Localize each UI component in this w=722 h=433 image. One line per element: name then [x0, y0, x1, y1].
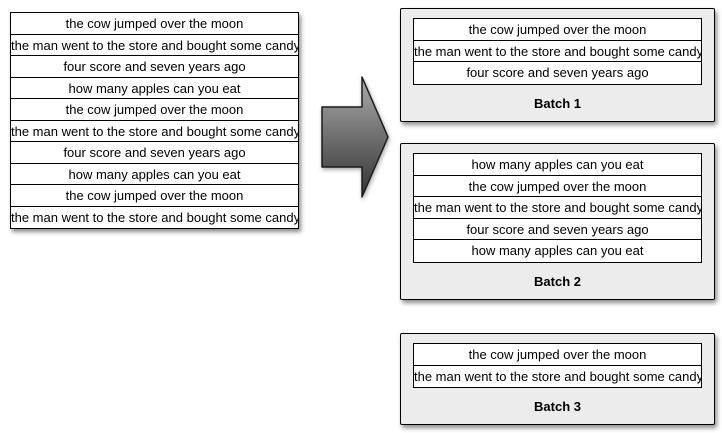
batch-2-label: Batch 2 — [534, 273, 581, 289]
sentence-row: the cow jumped over the moon — [414, 344, 701, 366]
sentence-row: the cow jumped over the moon — [414, 19, 701, 41]
sentence-row: the cow jumped over the moon — [11, 13, 298, 35]
sentence-row: the man went to the store and bought som… — [414, 365, 701, 387]
batch-3-sentence-table: the cow jumped over the moon the man wen… — [413, 343, 702, 388]
batch-box-3: the cow jumped over the moon the man wen… — [400, 333, 715, 425]
batch-box-1: the cow jumped over the moon the man wen… — [400, 8, 715, 122]
sentence-row: four score and seven years ago — [11, 142, 298, 164]
sentence-row: four score and seven years ago — [414, 62, 701, 84]
batch-1-label: Batch 1 — [534, 95, 581, 111]
sentence-row: the cow jumped over the moon — [11, 99, 298, 121]
sentence-row: the cow jumped over the moon — [11, 185, 298, 207]
sentence-row: how many apples can you eat — [11, 163, 298, 185]
batch-2-sentence-table: how many apples can you eat the cow jump… — [413, 153, 702, 263]
batch-box-2: how many apples can you eat the cow jump… — [400, 143, 715, 300]
right-arrow-icon — [316, 74, 392, 200]
sentence-row: the man went to the store and bought som… — [414, 40, 701, 62]
batch-1-sentence-table: the cow jumped over the moon the man wen… — [413, 18, 702, 85]
sentence-row: four score and seven years ago — [11, 56, 298, 78]
sentence-row: how many apples can you eat — [11, 77, 298, 99]
sentence-row: the man went to the store and bought som… — [11, 120, 298, 142]
sentence-row: how many apples can you eat — [414, 240, 701, 262]
sentence-row: how many apples can you eat — [414, 154, 701, 176]
sentence-row: the man went to the store and bought som… — [414, 197, 701, 219]
sentence-row: four score and seven years ago — [414, 218, 701, 240]
sentence-row: the cow jumped over the moon — [414, 175, 701, 197]
source-sentence-table: the cow jumped over the moon the man wen… — [10, 12, 299, 229]
sentence-row: the man went to the store and bought som… — [11, 34, 298, 56]
batch-3-label: Batch 3 — [534, 399, 581, 414]
sentence-row: the man went to the store and bought som… — [11, 206, 298, 228]
